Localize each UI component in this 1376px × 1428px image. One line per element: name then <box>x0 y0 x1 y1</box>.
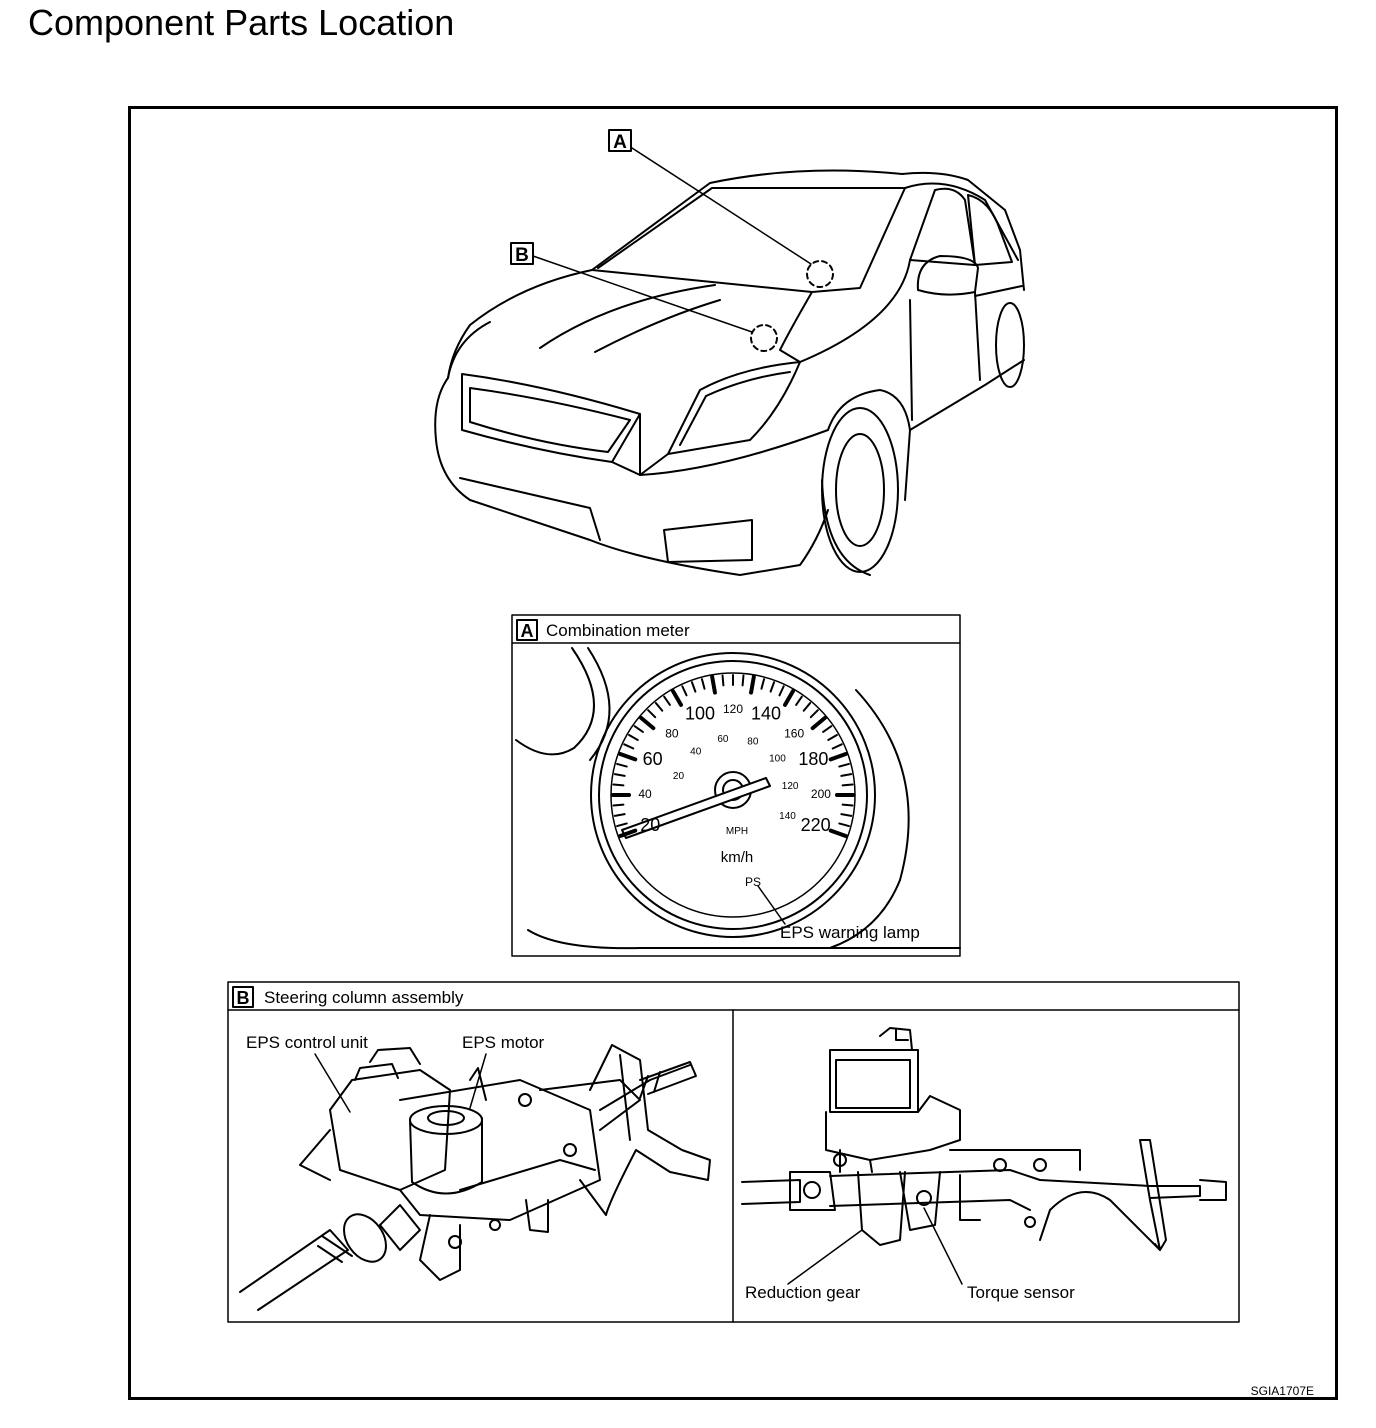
speedometer-tick <box>822 725 833 733</box>
speedometer-tick <box>618 828 638 839</box>
steering-column-right-illustration <box>741 1027 1227 1285</box>
ps-lamp-symbol: PS <box>745 875 761 889</box>
callout-b-letter: B <box>515 245 529 266</box>
speedometer-kmh-label: 200 <box>811 787 831 801</box>
speedometer-tick <box>749 674 756 695</box>
speedometer-tick <box>840 773 853 777</box>
speedometer-kmh-label: 120 <box>723 702 743 716</box>
speedometer-tick <box>700 678 706 690</box>
speedometer-tick <box>681 685 688 697</box>
speedometer-tick <box>810 715 827 731</box>
steering-column-left-illustration <box>239 1044 711 1311</box>
speedometer-tick <box>616 762 628 768</box>
speedometer-tick <box>827 734 838 741</box>
panel-a-letter-box <box>516 619 538 641</box>
panel-a-frame <box>511 614 961 957</box>
speedometer-tick <box>612 783 625 787</box>
speedometer-tick <box>663 695 671 706</box>
speedometer-tick <box>841 803 854 807</box>
speedometer-tick <box>710 674 717 695</box>
torque-sensor-label: Torque sensor <box>967 1283 1075 1302</box>
speedometer-kmh-label: 80 <box>665 727 679 741</box>
speedometer-tick <box>628 734 639 741</box>
speedometer-kmh-label: 160 <box>784 727 804 741</box>
speedometer-kmh-label: 220 <box>801 815 831 835</box>
speedometer-kmh-label: 20 <box>640 815 660 835</box>
speedometer-tick <box>840 813 853 817</box>
speedometer-tick <box>795 695 803 706</box>
callout-b-box <box>510 242 534 265</box>
figure-frame <box>128 106 1338 1400</box>
panel-b-letter-box <box>232 986 254 1008</box>
speedometer-tick <box>778 685 785 697</box>
reduction-gear-label: Reduction gear <box>745 1283 861 1302</box>
speedometer-tick <box>616 822 628 828</box>
speedometer-kmh-label: 180 <box>798 749 828 769</box>
panel-b-title: Steering column assembly <box>264 988 464 1007</box>
speedometer-tick <box>613 813 626 817</box>
panel-a-letter: A <box>521 621 534 641</box>
speedometer-tick <box>831 743 843 750</box>
speedometer-mph-label: 100 <box>769 754 786 765</box>
speedometer-tick <box>838 822 850 828</box>
kmh-unit-label: km/h <box>721 849 754 866</box>
speedometer-tick <box>654 702 664 712</box>
mph-unit-label: MPH <box>726 826 748 837</box>
figure-code: SGIA1707E <box>1250 1384 1314 1398</box>
panel-a-title: Combination meter <box>546 621 690 640</box>
speedometer-kmh-label: 100 <box>685 703 715 723</box>
speedometer-tick <box>783 689 795 707</box>
speedometer-tick <box>690 681 697 693</box>
speedometer-tick <box>802 702 812 712</box>
eps-motor-label: EPS motor <box>462 1033 545 1052</box>
eps-control-unit-label: EPS control unit <box>246 1033 368 1052</box>
speedometer-kmh-label: 60 <box>643 749 663 769</box>
callout-a-box <box>608 129 632 152</box>
speedometer-mph-label: 120 <box>782 781 799 792</box>
speedometer-kmh-label: 140 <box>751 703 781 723</box>
speedometer-tick-marks <box>611 674 855 839</box>
speedometer-mph-label: 60 <box>717 734 729 745</box>
panel-b-letter: B <box>237 988 250 1008</box>
speedometer-tick <box>828 828 848 839</box>
speedometer-mph-label: 40 <box>690 747 702 758</box>
speedometer-tick <box>618 751 638 762</box>
speedometer-tick <box>721 674 725 687</box>
speedometer-mph-label: 20 <box>673 771 685 782</box>
speedometer-tick <box>809 709 819 719</box>
speedometer-tick <box>760 678 766 690</box>
speedometer-tick <box>633 725 644 733</box>
speedometer-tick <box>613 773 626 777</box>
eps-warning-lamp-label: EPS warning lamp <box>780 923 920 942</box>
speedometer-tick <box>769 681 776 693</box>
speedometer-tick <box>838 762 850 768</box>
speedometer-tick <box>828 751 848 762</box>
speedometer-tick <box>612 803 625 807</box>
speedometer-mph-label: 140 <box>779 811 796 822</box>
speedometer-tick <box>841 783 854 787</box>
speedometer-tick <box>647 709 657 719</box>
speedometer-tick <box>639 715 656 731</box>
car-illustration <box>434 147 1025 576</box>
page-title: Component Parts Location <box>28 2 455 43</box>
speedometer-tick <box>741 674 745 687</box>
callout-a-letter: A <box>613 132 627 153</box>
speedometer-tick <box>671 689 683 707</box>
speedometer-kmh-label: 40 <box>638 787 652 801</box>
speedometer-mph-label: 80 <box>747 736 759 747</box>
speedometer-tick <box>623 743 635 750</box>
